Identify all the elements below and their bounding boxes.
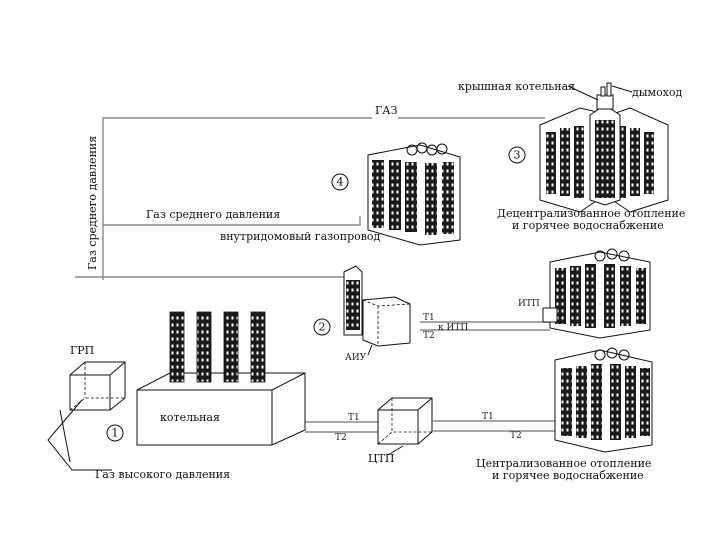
label-ctp: ЦТП <box>368 452 395 465</box>
label-decentral-2: и горячее водоснабжение <box>512 219 664 232</box>
label-t2-b: Т2 <box>510 431 522 441</box>
building-3-roof-boiler <box>539 82 669 213</box>
boiler-house <box>136 311 306 446</box>
marker-1-label: 1 <box>112 427 119 440</box>
marker-4-label: 4 <box>337 176 344 189</box>
marker-3 <box>508 146 526 164</box>
label-t2-c: Т2 <box>423 331 435 341</box>
label-central-1: Централизованное отопление <box>476 457 651 470</box>
label-gas-high: Газ высокого давления <box>95 468 230 481</box>
label-itp: ИТП <box>518 299 540 309</box>
roof-equipment <box>406 142 448 156</box>
leader-lines <box>47 344 404 471</box>
heat-pipelines <box>305 321 555 433</box>
number-markers: 1 2 3 4 <box>106 146 526 442</box>
label-inhouse-pipeline: внутридомовый газопровод <box>220 230 381 243</box>
building-itp <box>542 248 651 339</box>
label-roof-boiler: крышная котельная <box>458 80 575 93</box>
label-t1-a: Т1 <box>348 413 360 423</box>
label-grp: ГРП <box>70 344 94 357</box>
marker-1 <box>106 424 124 442</box>
label-gas: ГАЗ <box>375 104 398 117</box>
label-k-itp: к ИТП <box>438 323 468 333</box>
label-t2-a: Т2 <box>335 433 347 443</box>
label-central-2: и горячее водоснабжение <box>492 469 644 482</box>
building-4-decentralized <box>367 142 461 246</box>
label-t1-c: Т1 <box>423 313 435 323</box>
grp-cube <box>69 361 126 411</box>
label-aiu: АИУ <box>345 353 367 363</box>
roof-boiler-unit <box>596 82 614 110</box>
label-decentral-1: Децентрализованное отопление <box>497 207 685 220</box>
ctp-cube <box>377 397 433 445</box>
label-t1-b: Т1 <box>482 412 494 422</box>
marker-3-label: 3 <box>514 149 521 162</box>
marker-4 <box>331 173 349 191</box>
aiu-unit <box>343 265 411 347</box>
label-gas-medium-vertical: Газ среднего давления <box>86 136 99 270</box>
label-gas-medium: Газ среднего давления <box>146 208 280 221</box>
diagram-labels: крышная котельная дымоход ГАЗ Газ средне… <box>70 80 685 482</box>
building-central <box>554 347 653 453</box>
label-boiler-house: котельная <box>160 411 220 424</box>
marker-2-label: 2 <box>319 321 326 334</box>
gas-pipelines <box>75 117 545 290</box>
label-chimney: дымоход <box>632 86 683 99</box>
marker-2 <box>313 318 331 336</box>
boiler-stacks <box>169 311 266 383</box>
